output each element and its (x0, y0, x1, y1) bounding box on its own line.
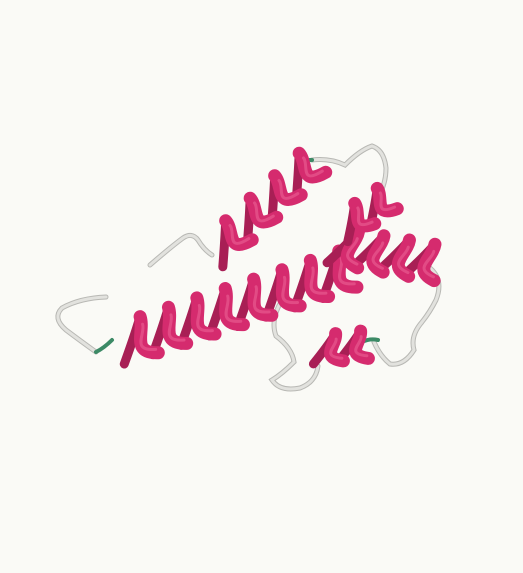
helix-segments (119, 146, 442, 369)
helix-4 (343, 181, 404, 247)
helix-2 (119, 244, 364, 369)
helix-1 (218, 146, 333, 272)
helix-5 (308, 324, 375, 369)
coil-segments (55, 143, 442, 392)
helix-3 (322, 224, 442, 288)
